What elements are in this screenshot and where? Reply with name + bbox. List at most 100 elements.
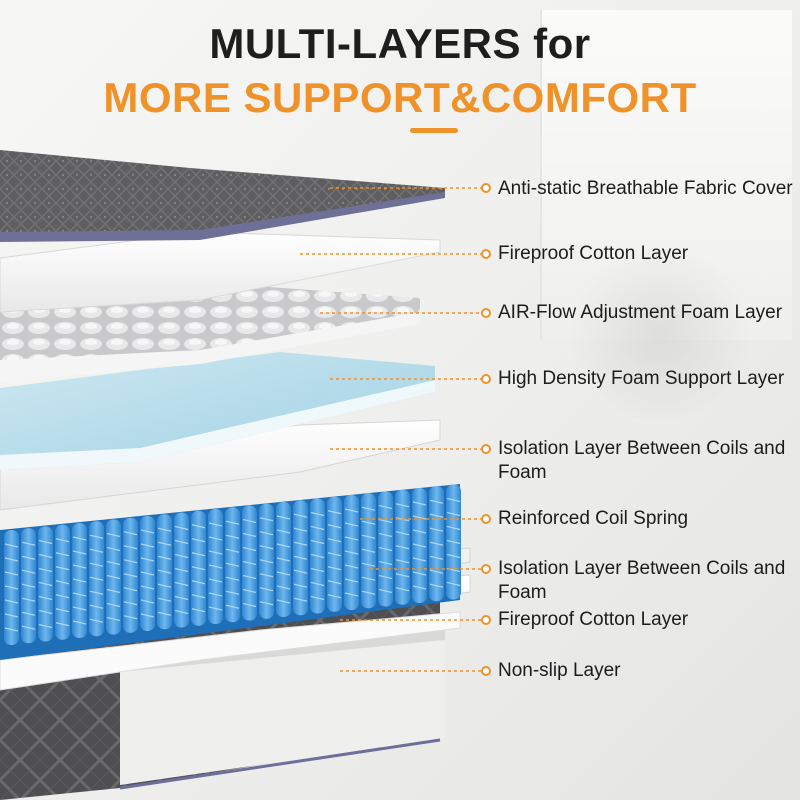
coil-wire bbox=[21, 625, 36, 630]
coil-wire bbox=[242, 588, 257, 594]
coil-wire bbox=[276, 599, 291, 604]
coil-wire bbox=[361, 576, 376, 581]
leader-dot bbox=[481, 564, 491, 574]
coil-wire bbox=[344, 564, 359, 569]
coil-spring-layer bbox=[0, 484, 461, 660]
label-fabric-cover: Anti-static Breathable Fabric Cover bbox=[498, 178, 793, 199]
fabric-cover-layer bbox=[0, 150, 445, 242]
coil-wire bbox=[446, 511, 461, 517]
coil-wire bbox=[123, 573, 138, 578]
coil-wire bbox=[310, 511, 325, 517]
coil-wire bbox=[157, 611, 172, 616]
coil-wire bbox=[293, 597, 308, 602]
coil-wire bbox=[38, 539, 53, 545]
coil-wire bbox=[157, 569, 172, 574]
coil-wire bbox=[225, 590, 240, 595]
high-density-foam-layer bbox=[0, 352, 435, 470]
coil-wire bbox=[208, 522, 223, 527]
coil-wire bbox=[429, 541, 444, 546]
coil-wire bbox=[327, 580, 342, 585]
coil-wire bbox=[310, 567, 325, 573]
coil-wire bbox=[310, 581, 325, 587]
coil-wire bbox=[378, 532, 393, 538]
coil-wire bbox=[242, 560, 257, 566]
background-plant bbox=[560, 250, 760, 420]
coil-wire bbox=[38, 567, 53, 573]
coil-wire bbox=[21, 555, 36, 560]
non-slip-layer bbox=[0, 611, 461, 691]
coil-wire bbox=[378, 588, 393, 594]
coil-wire bbox=[225, 520, 240, 525]
coil-wire bbox=[276, 585, 291, 590]
coil-wire bbox=[4, 613, 19, 618]
coil-wire bbox=[395, 587, 410, 592]
coil-wire bbox=[55, 594, 70, 599]
coil-wire bbox=[327, 594, 342, 599]
coil-wire bbox=[225, 576, 240, 581]
leader-dot bbox=[481, 444, 491, 454]
coil-wire bbox=[191, 580, 206, 585]
leader-dot bbox=[481, 249, 491, 259]
coil-wire bbox=[89, 534, 104, 539]
coil-wire bbox=[21, 611, 36, 616]
coil-wire bbox=[446, 553, 461, 559]
coil-wire bbox=[327, 566, 342, 571]
coil-wire bbox=[327, 510, 342, 515]
label-coil-spring: Reinforced Coil Spring bbox=[498, 508, 689, 529]
coil-wire bbox=[72, 550, 87, 555]
coil-wire bbox=[55, 566, 70, 571]
coil-wire bbox=[395, 503, 410, 508]
coil-wire bbox=[208, 550, 223, 555]
coil-wire bbox=[225, 562, 240, 567]
coil-wire bbox=[72, 578, 87, 583]
coil-wire bbox=[106, 602, 121, 608]
coil-wire bbox=[412, 515, 427, 520]
coil-wire bbox=[225, 604, 240, 609]
coil-wire bbox=[259, 545, 274, 550]
label-fireproof-cotton-lower: Fireproof Cotton Layer bbox=[498, 609, 689, 630]
coil-wire bbox=[378, 546, 393, 552]
coil-wire bbox=[4, 571, 19, 576]
coil-wire bbox=[21, 541, 36, 546]
coil-wire bbox=[140, 613, 155, 618]
coil-wire bbox=[344, 592, 359, 597]
coil-wire bbox=[157, 583, 172, 588]
coil-wire bbox=[72, 592, 87, 597]
coil-wire bbox=[276, 543, 291, 548]
coil-wire bbox=[174, 609, 189, 615]
coil-wire bbox=[242, 602, 257, 608]
coil-wire bbox=[4, 543, 19, 548]
leader-dot bbox=[481, 308, 491, 318]
callout-leaders bbox=[300, 183, 491, 676]
coil-wire bbox=[89, 618, 104, 623]
coil-wire bbox=[72, 564, 87, 569]
coil-wire bbox=[429, 513, 444, 518]
coil-wire bbox=[123, 615, 138, 620]
coil-wire bbox=[38, 623, 53, 629]
coil-wire bbox=[412, 585, 427, 590]
coil-wire bbox=[123, 545, 138, 550]
coil-wire bbox=[4, 599, 19, 604]
heading-line-1: MULTI-LAYERS for bbox=[209, 20, 591, 67]
coil-wire bbox=[208, 578, 223, 583]
coil-wire bbox=[429, 499, 444, 504]
coil-wire bbox=[208, 536, 223, 541]
coil-wire bbox=[344, 536, 359, 541]
coil-wire bbox=[378, 518, 393, 524]
coil-wire bbox=[242, 546, 257, 552]
coil-wire bbox=[38, 553, 53, 559]
coil-wire bbox=[361, 590, 376, 595]
coil-wire bbox=[446, 539, 461, 545]
coil-wire bbox=[89, 576, 104, 581]
coil-wire bbox=[327, 552, 342, 557]
leader-dot bbox=[481, 666, 491, 676]
coil-wire bbox=[412, 529, 427, 534]
coil-wire bbox=[140, 557, 155, 562]
coil-wire bbox=[344, 550, 359, 555]
coil-wire bbox=[259, 517, 274, 522]
coil-wire bbox=[293, 569, 308, 574]
coil-wire bbox=[55, 580, 70, 585]
coil-wire bbox=[72, 606, 87, 611]
coil-wire bbox=[72, 620, 87, 625]
